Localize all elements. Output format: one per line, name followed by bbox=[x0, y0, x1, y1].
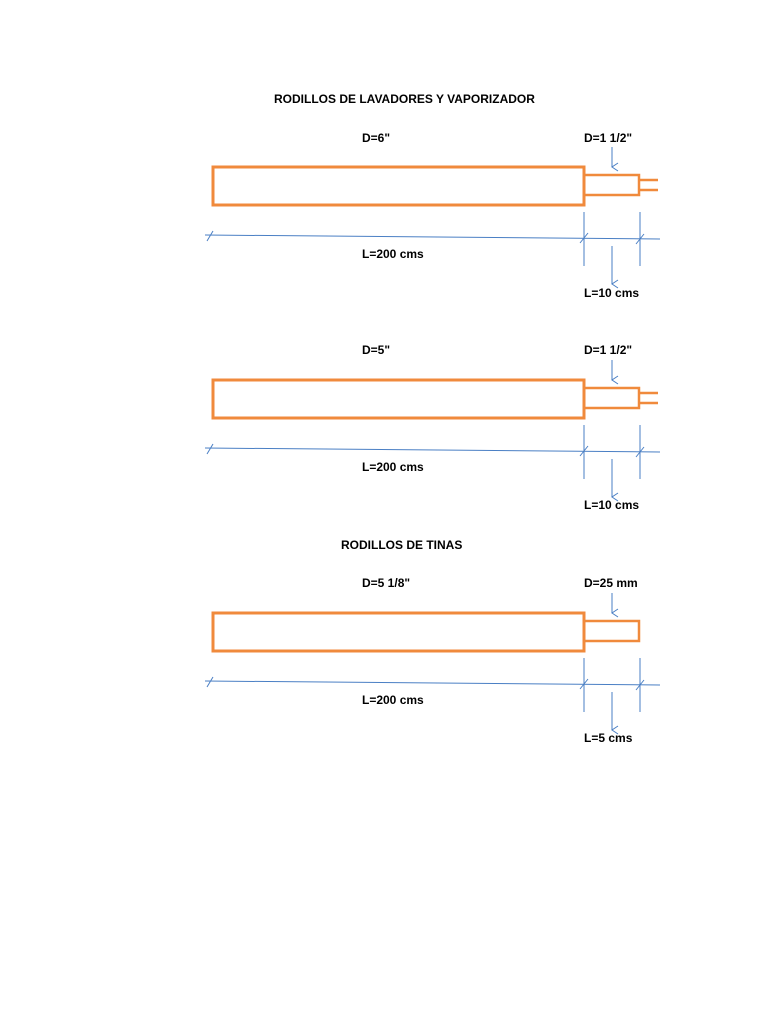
roller-1-dimension-line bbox=[204, 234, 661, 240]
section-title-tubs: RODILLOS DE TINAS bbox=[341, 538, 463, 552]
roller-2-dimension-line bbox=[204, 447, 661, 453]
roller-1-tick-mid bbox=[579, 232, 589, 244]
roller-1-diameter-label: D=6" bbox=[362, 131, 391, 145]
roller-3 bbox=[204, 593, 661, 735]
roller-2-tick-mid bbox=[579, 445, 589, 457]
roller-2 bbox=[204, 360, 661, 502]
roller-3-shaft-diameter-label: D=25 mm bbox=[584, 576, 638, 590]
roller-1-tick-end bbox=[635, 233, 645, 245]
roller-1-shaft-tip bbox=[639, 178, 658, 192]
roller-1-tick-start bbox=[206, 230, 214, 242]
roller-2-body bbox=[211, 378, 586, 420]
roller-3-length-label: L=200 cms bbox=[362, 693, 424, 707]
roller-1-body bbox=[211, 165, 586, 207]
roller-1-shaft bbox=[582, 173, 641, 197]
roller-2-diameter-label: D=5" bbox=[362, 343, 391, 357]
roller-2-shaft-length-label: L=10 cms bbox=[584, 498, 640, 512]
roller-1 bbox=[204, 147, 661, 289]
section-title-washers: RODILLOS DE LAVADORES Y VAPORIZADOR bbox=[274, 92, 535, 106]
roller-1-length-label: L=200 cms bbox=[362, 247, 424, 261]
roller-2-shaft bbox=[582, 386, 641, 410]
roller-3-shaft bbox=[582, 619, 641, 643]
roller-3-diameter-label: D=5 1/8" bbox=[362, 576, 411, 590]
roller-3-body bbox=[211, 611, 586, 653]
roller-2-shaft-tip bbox=[639, 391, 658, 405]
roller-3-tick-start bbox=[206, 676, 214, 688]
roller-3-dimension-line bbox=[204, 680, 661, 686]
roller-2-length-label: L=200 cms bbox=[362, 460, 424, 474]
roller-1-shaft-diameter-label: D=1 1/2" bbox=[584, 131, 633, 145]
roller-3-tick-mid bbox=[579, 678, 589, 690]
roller-3-shaft-length-label: L=5 cms bbox=[584, 731, 633, 745]
roller-2-tick-start bbox=[206, 443, 214, 455]
roller-2-tick-end bbox=[635, 446, 645, 458]
roller-3-tick-end bbox=[635, 679, 645, 691]
roller-2-shaft-diameter-label: D=1 1/2" bbox=[584, 343, 633, 357]
roller-1-shaft-length-label: L=10 cms bbox=[584, 286, 640, 300]
